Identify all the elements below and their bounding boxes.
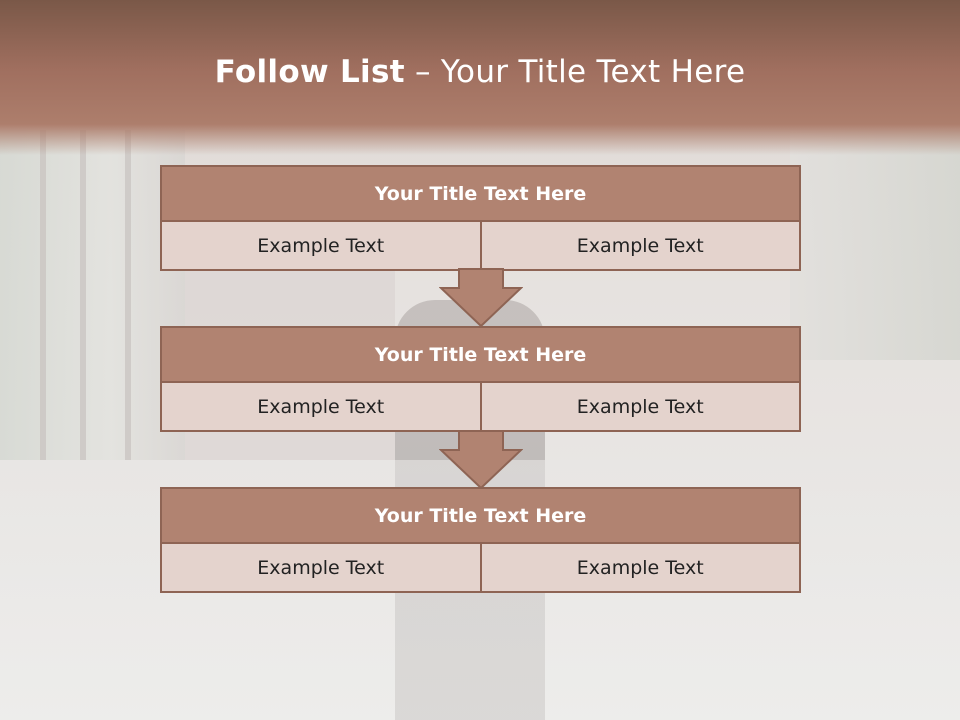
- slide-title: Follow List – Your Title Text Here: [0, 54, 960, 90]
- title-rest: – Your Title Text Here: [404, 54, 746, 90]
- step-title: Your Title Text Here: [160, 326, 801, 383]
- window-frame: [40, 130, 46, 460]
- step-left-cell: Example Text: [160, 544, 482, 593]
- down-arrow-icon: [439, 268, 523, 328]
- header-band: [0, 0, 960, 155]
- step-right-cell: Example Text: [481, 383, 801, 432]
- step-3: Your Title Text Here Example Text Exampl…: [160, 487, 801, 593]
- window-left: [0, 130, 185, 460]
- step-1: Your Title Text Here Example Text Exampl…: [160, 165, 801, 271]
- step-row: Example Text Example Text: [160, 544, 801, 593]
- window-right: [790, 130, 960, 360]
- step-left-cell: Example Text: [160, 222, 482, 271]
- title-bold: Follow List: [214, 54, 405, 90]
- step-2: Your Title Text Here Example Text Exampl…: [160, 326, 801, 432]
- step-title: Your Title Text Here: [160, 165, 801, 222]
- step-right-cell: Example Text: [481, 544, 801, 593]
- step-row: Example Text Example Text: [160, 222, 801, 271]
- down-arrow-icon: [439, 430, 523, 490]
- step-left-cell: Example Text: [160, 383, 482, 432]
- window-frame: [125, 130, 131, 460]
- step-right-cell: Example Text: [481, 222, 801, 271]
- step-title: Your Title Text Here: [160, 487, 801, 544]
- step-row: Example Text Example Text: [160, 383, 801, 432]
- window-frame: [80, 130, 86, 460]
